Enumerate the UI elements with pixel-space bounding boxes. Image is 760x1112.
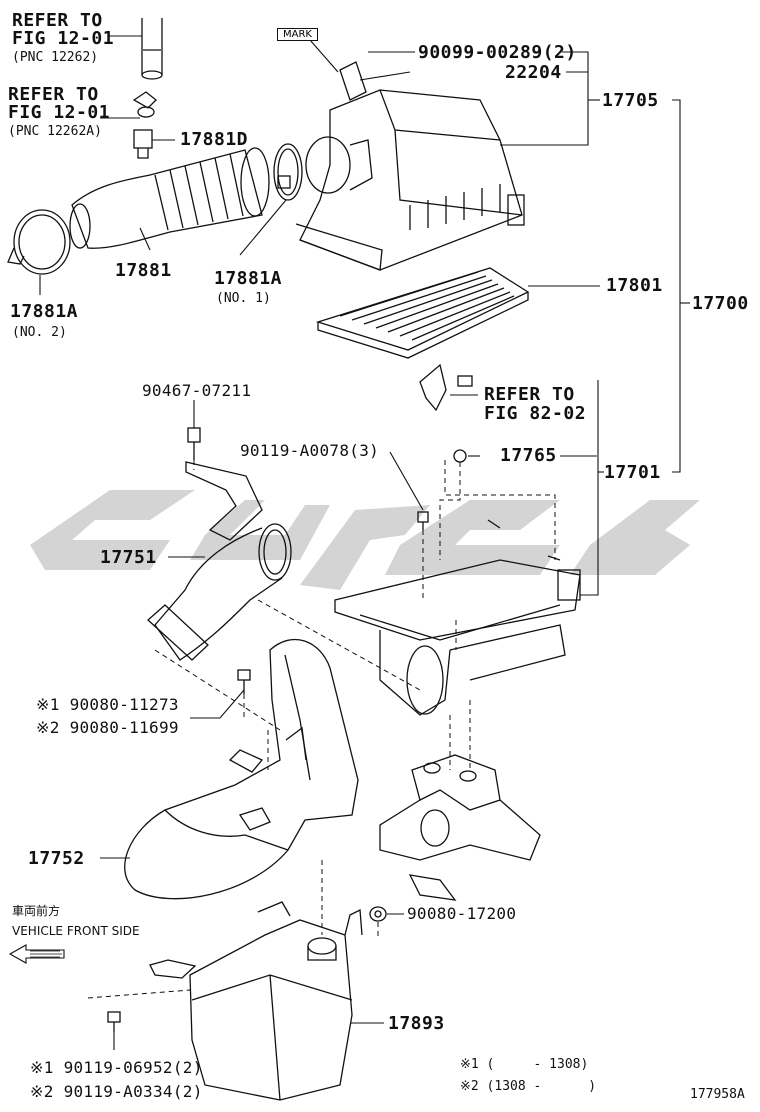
nut-90080-17200: [369, 906, 387, 922]
dashed-guides: [87, 460, 556, 999]
line-art: [7, 18, 581, 1101]
reference-hose: [141, 18, 163, 80]
resonator-tank-17893: [149, 901, 363, 1101]
part-17700[interactable]: 17700: [692, 293, 749, 314]
bolt-90467: [187, 427, 201, 460]
mount-bracket: [379, 754, 541, 901]
part-90099-00289[interactable]: 90099-00289(2): [418, 42, 577, 63]
part-17881A-no1[interactable]: 17881A: [214, 268, 283, 289]
ref-1-line-a: REFER TO: [12, 10, 103, 31]
part-17881A-no2[interactable]: 17881A: [10, 301, 79, 322]
part-17765[interactable]: 17765: [500, 445, 557, 466]
air-filter-17801: [315, 267, 530, 359]
hose-clamp-no1: [273, 143, 303, 201]
diagram-id: 177958A: [690, 1087, 745, 1102]
resonator-17752: [124, 638, 359, 900]
part-90119-A0078[interactable]: 90119-A0078(3): [240, 441, 380, 460]
part-17881A-no2-note: (NO. 2): [12, 325, 67, 340]
part-17881[interactable]: 17881: [115, 260, 172, 281]
intake-hose-17881: [69, 147, 270, 249]
mark-label: MARK: [277, 28, 318, 41]
bolt-90080: [237, 669, 251, 694]
leader-lines: [39, 35, 690, 1050]
note-2: ※2 (1308 - ): [460, 1079, 597, 1094]
hose-clamp-no2: [7, 209, 71, 275]
ref-1-line-c: (PNC 12262): [12, 50, 99, 65]
bracket-82-02: [419, 363, 473, 412]
nipple-17881D: [133, 129, 153, 159]
intake-duct-17751: [147, 461, 292, 661]
part-90080-11699[interactable]: ※2 90080-11699: [36, 718, 179, 737]
ref-2-line-c: (PNC 12262A): [8, 124, 102, 139]
air-cleaner-cap-17705: [295, 61, 525, 271]
ref-2-line-a: REFER TO: [8, 84, 99, 105]
screw-90119-A0078: [417, 511, 429, 530]
part-90119-A0334[interactable]: ※2 90119-A0334(2): [30, 1082, 203, 1101]
part-17751[interactable]: 17751: [100, 547, 157, 568]
part-22204[interactable]: 22204: [505, 62, 562, 83]
watermark-logo: [30, 490, 700, 590]
ref-3-line-b: FIG 82-02: [484, 403, 587, 424]
front-arrow-icon: [8, 944, 65, 964]
part-17801[interactable]: 17801: [606, 275, 663, 296]
vehicle-front-jp: 車両前方: [12, 904, 61, 918]
ref-2-line-b: FIG 12-01: [8, 102, 111, 123]
grommet: [132, 91, 157, 118]
ref-3-line-a: REFER TO: [484, 384, 575, 405]
grommet-17765: [453, 449, 467, 463]
screw-90119-06952: [107, 1011, 121, 1032]
part-17881A-no1-note: (NO. 1): [216, 291, 271, 306]
vehicle-front-en: VEHICLE FRONT SIDE: [12, 924, 140, 938]
part-17893[interactable]: 17893: [388, 1013, 445, 1034]
part-90080-11273[interactable]: ※1 90080-11273: [36, 695, 179, 714]
part-17701[interactable]: 17701: [604, 462, 661, 483]
air-cleaner-case-17701: [334, 519, 581, 716]
part-17705[interactable]: 17705: [602, 90, 659, 111]
part-90080-17200[interactable]: 90080-17200: [407, 904, 517, 923]
part-17881D[interactable]: 17881D: [180, 129, 249, 150]
part-90467-07211[interactable]: 90467-07211: [142, 381, 252, 400]
part-90119-06952[interactable]: ※1 90119-06952(2): [30, 1058, 203, 1077]
note-1: ※1 ( - 1308): [460, 1057, 589, 1072]
ref-1-line-b: FIG 12-01: [12, 28, 115, 49]
part-17752[interactable]: 17752: [28, 848, 85, 869]
